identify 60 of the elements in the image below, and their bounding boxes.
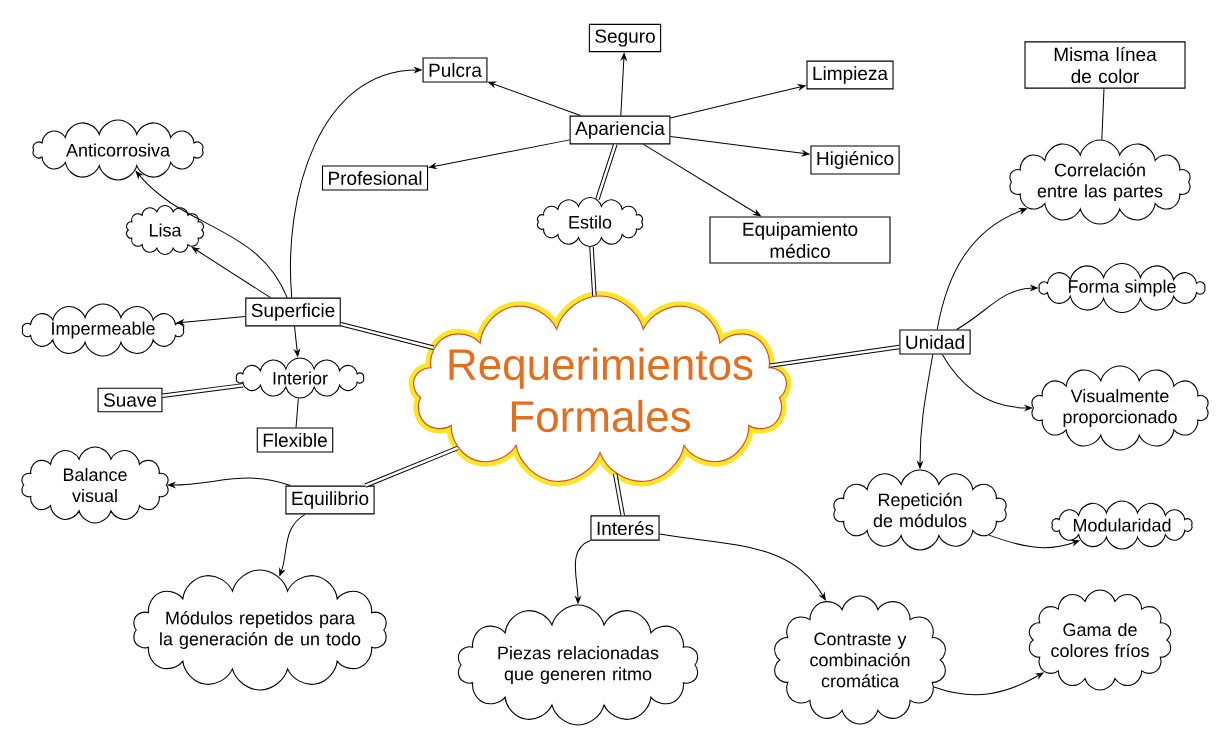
connector-line xyxy=(295,397,299,428)
arrow xyxy=(669,135,810,157)
connector-line xyxy=(1101,88,1105,140)
concept-cloud: Visualmente proporcionado xyxy=(1031,365,1209,451)
arrow xyxy=(936,208,1027,330)
concept-box: Suave xyxy=(97,387,163,413)
connector-line xyxy=(364,445,459,488)
arrow xyxy=(279,513,306,577)
arrow xyxy=(659,533,826,601)
concept-cloud: Piezas relacionadas que generen ritmo xyxy=(457,604,699,726)
connector-line xyxy=(769,344,900,368)
connector-line xyxy=(589,246,597,296)
concept-cloud: Estilo xyxy=(537,196,644,248)
concept-box: Misma línea de color xyxy=(1024,41,1186,89)
arrow xyxy=(574,540,591,604)
concept-box: Flexible xyxy=(256,427,334,453)
concept-box: Limpieza xyxy=(806,60,894,90)
concept-cloud: Impermeable xyxy=(21,303,185,357)
concept-box: Seguro xyxy=(588,23,662,53)
concept-box: Unidad xyxy=(899,329,971,355)
concept-cloud: Forma simple xyxy=(1038,262,1206,314)
concept-box: Superficie xyxy=(245,297,341,327)
arrow xyxy=(669,84,806,119)
concept-box: Interés xyxy=(590,515,660,541)
arrow xyxy=(941,354,1033,411)
concept-box: Apariencia xyxy=(569,115,671,145)
concept-cloud: Balance visual xyxy=(21,446,169,524)
arrow xyxy=(988,534,1080,549)
concept-box: Equilibrio xyxy=(285,485,375,515)
arrow xyxy=(956,285,1038,330)
arrow xyxy=(176,316,246,326)
arrow xyxy=(135,171,288,299)
arrow xyxy=(488,81,581,117)
arrow xyxy=(428,139,571,169)
arrow xyxy=(933,672,1044,696)
arrow xyxy=(620,53,627,117)
connector-line xyxy=(162,383,244,399)
concept-cloud: Lisa xyxy=(126,204,204,256)
arrow xyxy=(167,477,291,488)
arrow xyxy=(289,67,422,299)
concept-box: Pulcra xyxy=(422,57,488,83)
concept-cloud: Interior xyxy=(235,357,365,399)
arrow xyxy=(643,143,761,217)
concept-cloud: Correlación entre las partes xyxy=(1009,139,1191,225)
arrow xyxy=(191,247,272,299)
concept-cloud: Contraste y combinación cromática xyxy=(774,595,946,725)
concept-cloud: Repetición de módulos xyxy=(833,469,1007,551)
arrow xyxy=(294,325,300,357)
concept-cloud: Anticorrosiva xyxy=(32,119,204,181)
connector-line xyxy=(595,143,618,201)
connector-line xyxy=(612,473,625,516)
concept-cloud: Gama de colores fríos xyxy=(1028,589,1172,691)
arrow xyxy=(917,354,934,469)
concept-cloud: Módulos repetidos para la generación de un todo xyxy=(133,569,387,691)
concept-cloud: Modularidad xyxy=(1051,500,1193,550)
central-cloud: Requerimientos Formales xyxy=(408,291,792,487)
connector-line xyxy=(340,321,435,350)
concept-box: Higiénico xyxy=(810,145,900,175)
concept-box: Profesional xyxy=(321,165,429,191)
concept-box: Equipamiento médico xyxy=(709,216,891,264)
